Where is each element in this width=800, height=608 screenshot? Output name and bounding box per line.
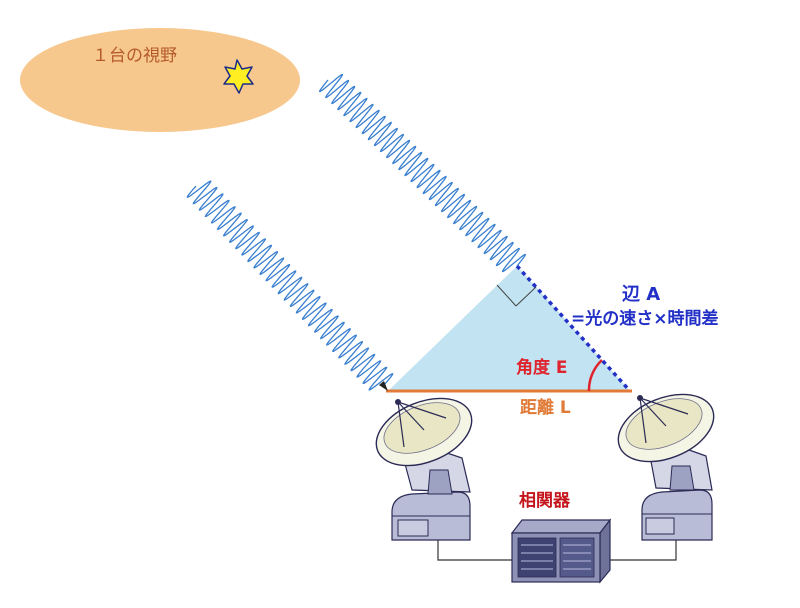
angle-arc [587,359,603,392]
wave-arrowhead [379,381,388,391]
right-angle-mark-2 [515,286,537,307]
star-icon [223,59,254,94]
antenna-right [617,393,715,541]
field-of-view-ellipse [20,28,300,132]
signal-wave-lower [186,180,394,391]
correlator-box [510,518,612,584]
field-of-view-label: １台の視野 [92,46,177,66]
correlator-label: 相関器 [519,491,570,511]
distance-l-label: 距離 L [520,398,571,418]
antenna-left [375,397,473,541]
baseline-triangle [388,266,630,391]
side-a-formula: =光の速さ×時間差 [571,309,719,329]
right-angle-mark-1 [496,284,517,307]
angle-e-label: 角度 E [516,358,568,378]
side-a-title: 辺 A [622,284,661,305]
signal-wave-upper [318,73,527,273]
